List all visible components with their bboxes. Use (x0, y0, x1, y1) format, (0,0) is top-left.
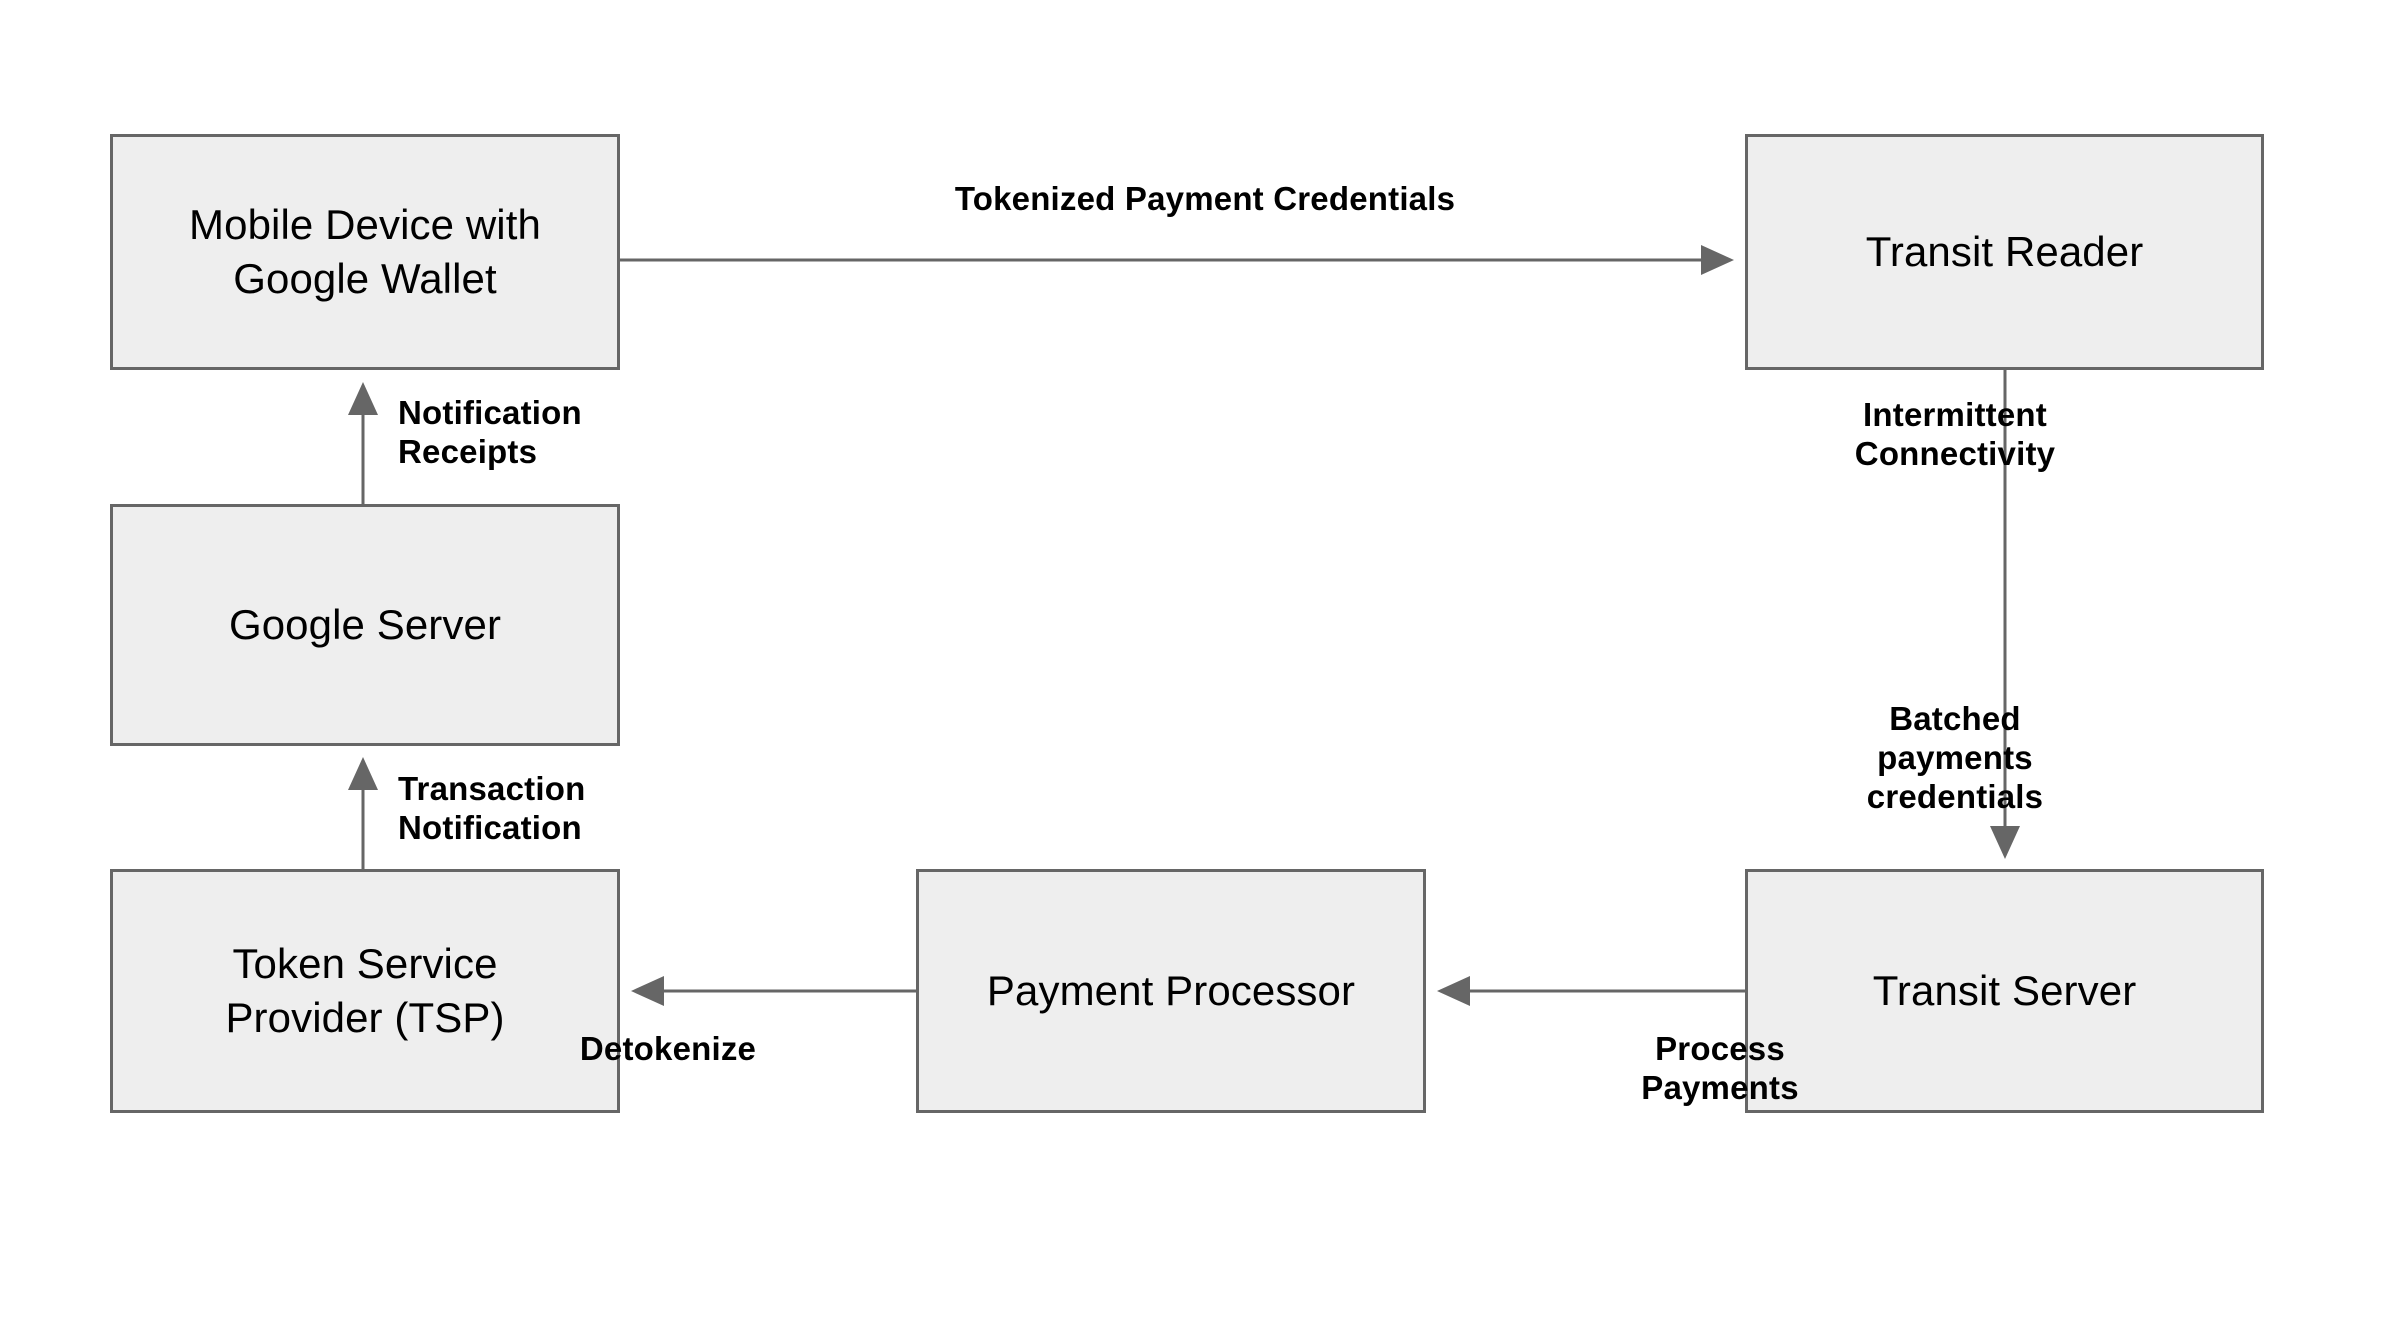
node-label: Transit Reader (1865, 228, 2144, 276)
node-label: Transit Server (1872, 967, 2137, 1015)
node-google-server[interactable]: Google Server (110, 504, 620, 746)
edge-label-tokenized-payment-credentials: Tokenized Payment Credentials (954, 180, 1456, 217)
node-payment-processor[interactable]: Payment Processor (916, 869, 1426, 1113)
node-label: Mobile Device with Google Wallet (189, 201, 541, 302)
edge-label-detokenize: Detokenize (579, 1030, 757, 1067)
edge-label-process-payments: Process Payments (1641, 1030, 1799, 1106)
node-label: Google Server (228, 601, 502, 649)
node-label: Token Service Provider (TSP) (225, 940, 505, 1041)
edge-label-batched-payments-credentials: Batched payments credentials (1866, 700, 2044, 815)
node-transit-reader[interactable]: Transit Reader (1745, 134, 2264, 370)
edge-label-notification-receipts: Notification Receipts (398, 394, 582, 470)
node-token-service-provider[interactable]: Token Service Provider (TSP) (110, 869, 620, 1113)
edge-label-transaction-notification: Transaction Notification (398, 770, 586, 846)
node-label: Payment Processor (986, 967, 1356, 1015)
node-mobile-device-with-google-wallet[interactable]: Mobile Device with Google Wallet (110, 134, 620, 370)
edge-label-intermittent-connectivity: Intermittent Connectivity (1854, 396, 2056, 472)
node-transit-server[interactable]: Transit Server (1745, 869, 2264, 1113)
